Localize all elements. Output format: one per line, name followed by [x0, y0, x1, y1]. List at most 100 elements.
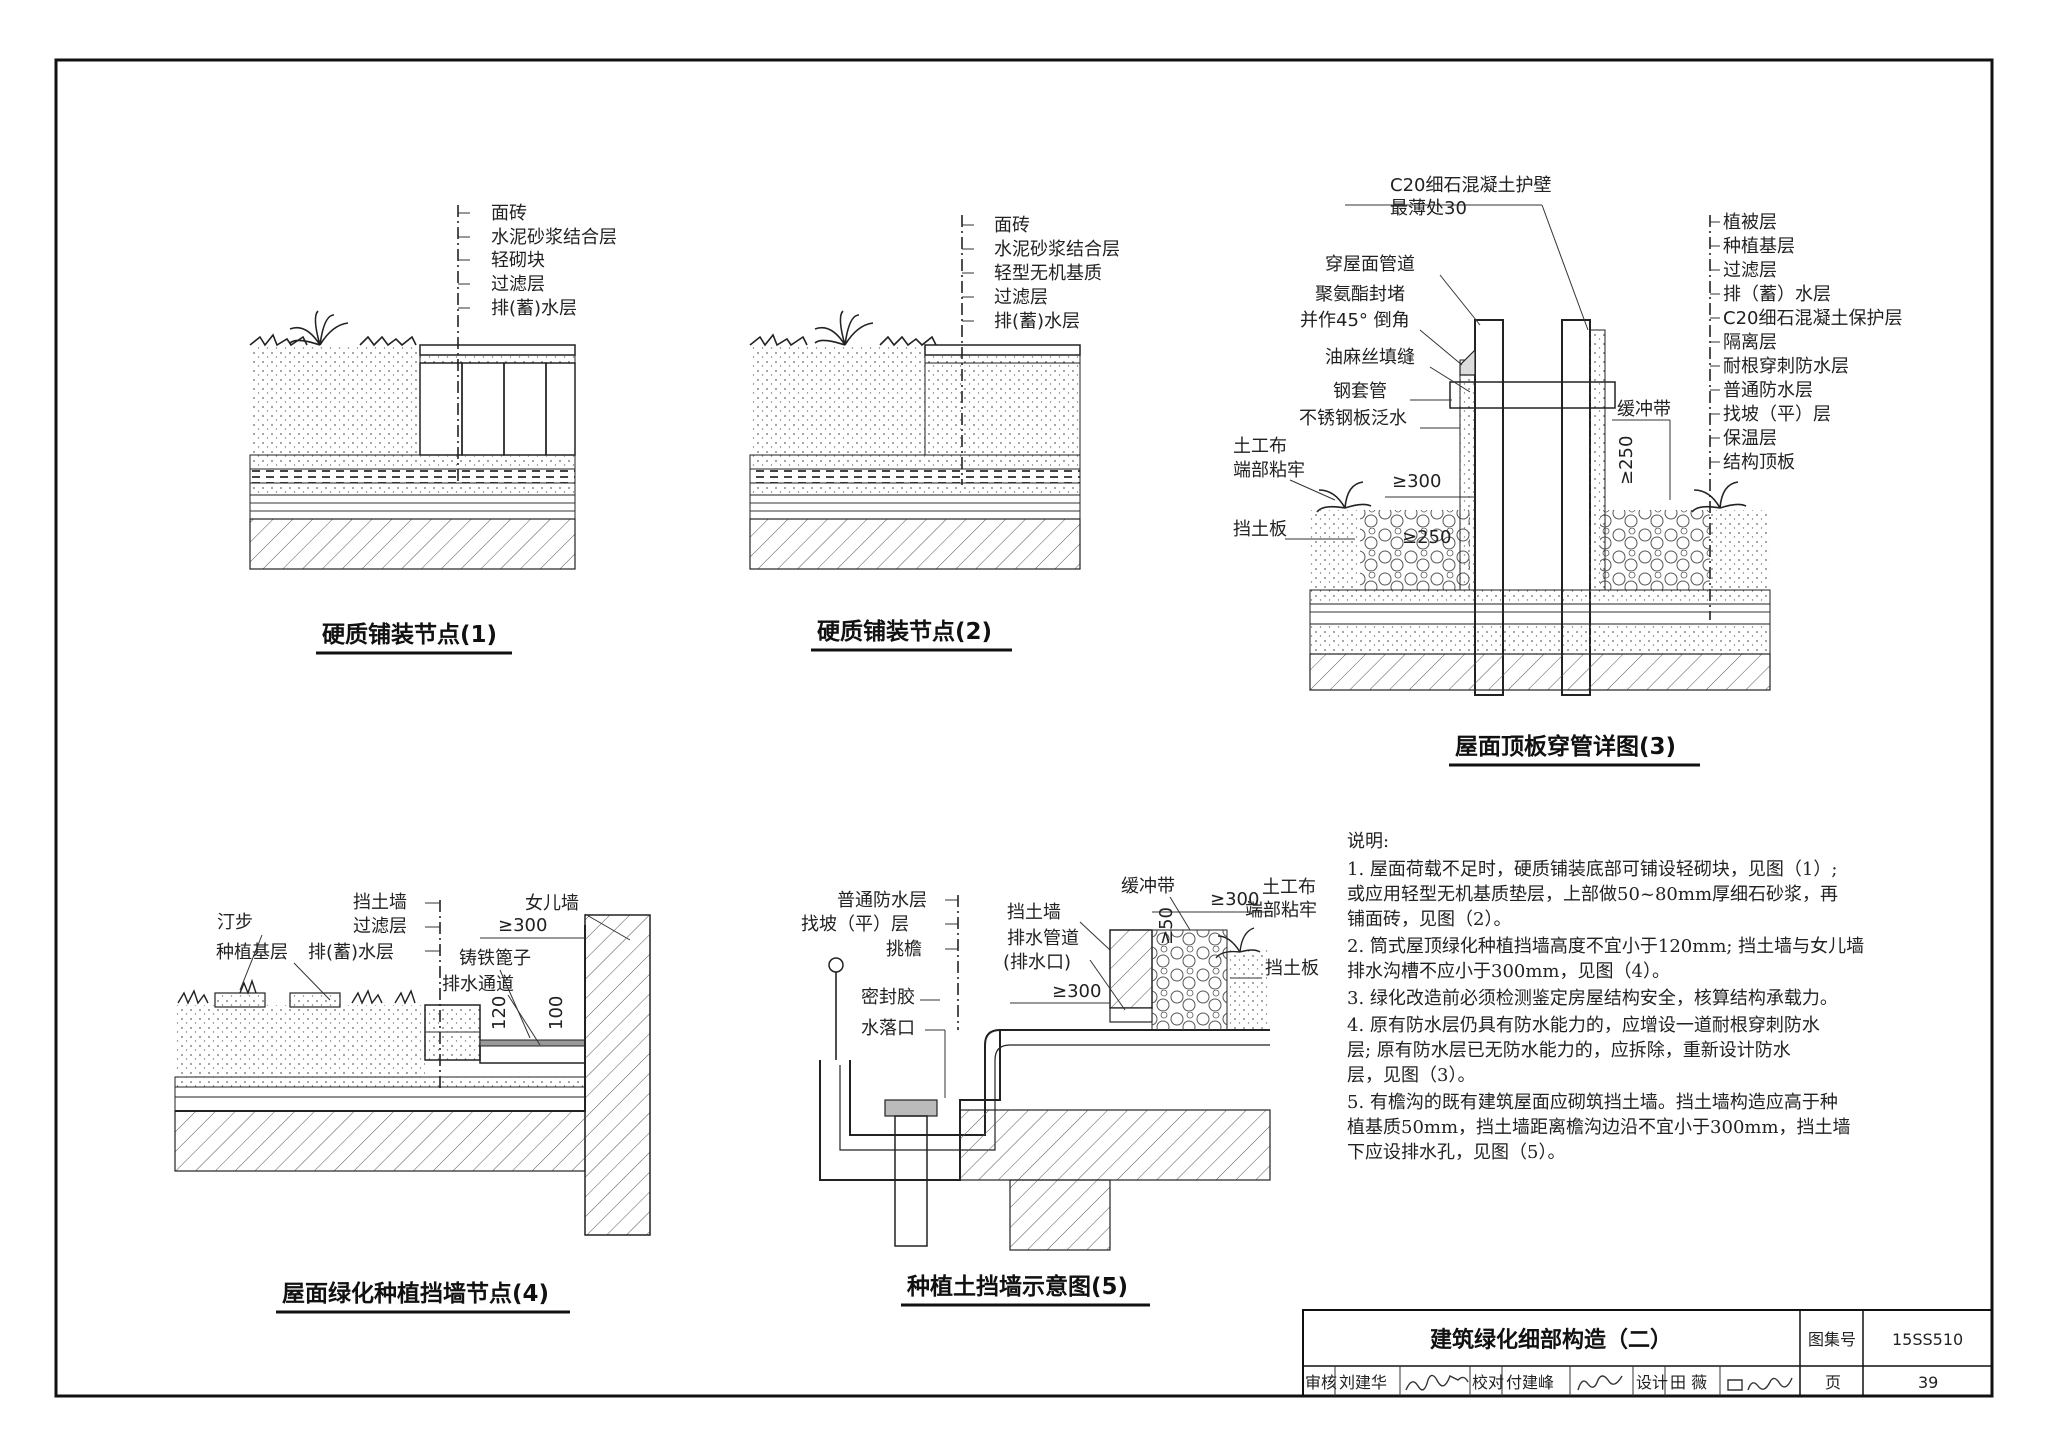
detail-2: 面砖 水泥砂浆结合层 轻型无机基质 过滤层 排(蓄)水层 硬质铺装节点(2)	[749, 215, 1120, 652]
filter-layer	[174, 1076, 586, 1088]
mortar-layer	[419, 354, 576, 364]
d3-top-label-1: C20细石混凝土护壁	[1390, 175, 1551, 196]
downpipe	[894, 1115, 928, 1247]
steel-sleeve	[1449, 381, 1616, 409]
d4-dim-300: ≥300	[498, 915, 547, 936]
d2-layer-mortar: 水泥砂浆结合层	[994, 239, 1120, 260]
plant-icon	[177, 978, 416, 1005]
protection-layer	[1309, 589, 1771, 605]
d5-dim-300a: ≥300	[1052, 981, 1101, 1002]
d3-dim-250: ≥250	[1616, 436, 1637, 485]
d1-layer-block: 轻砌块	[491, 250, 545, 271]
plant-icon	[249, 310, 417, 347]
check-label: 校对	[1472, 1373, 1504, 1392]
rain-outlet	[884, 1099, 938, 1117]
waterproof-layers	[1309, 603, 1771, 625]
note-line-10: 植基质50mm，挡土墙距离檐沟边沿不宜小于300mm，挡土墙	[1347, 1117, 1851, 1138]
right-gravel	[1600, 510, 1710, 590]
parapet-wall	[584, 914, 651, 1236]
note-line-2: 铺面砖，见图（2）。	[1347, 909, 1511, 930]
d3-left-oakum: 油麻丝填缝	[1325, 347, 1415, 368]
stepping-stone-1	[214, 992, 266, 1008]
note-line-9: 5. 有檐沟的既有建筑屋面应砌筑挡土墙。挡土墙构造应高于种	[1347, 1092, 1838, 1113]
note-line-0: 1. 屋面荷载不足时，硬质铺装底部可铺设轻砌块，见图（1）;	[1347, 859, 1837, 880]
d3-right-4: C20细石混凝土保护层	[1723, 308, 1902, 329]
d4-stepping: 汀步	[217, 912, 253, 933]
soil	[1227, 950, 1270, 1030]
detail-4: 汀步 挡土墙 过滤层 种植基层 排(蓄)水层 女儿墙 ≥300 铸铁篦子 排水通…	[174, 892, 651, 1314]
d3-buffer: 缓冲带	[1617, 399, 1671, 420]
tile-layer	[924, 344, 1081, 356]
atlas-number: 15SS510	[1892, 1330, 1963, 1349]
d5-sealant: 密封胶	[861, 987, 915, 1008]
stepping-stone-2	[289, 992, 341, 1008]
d5-glued: 端部粘牢	[1245, 900, 1317, 921]
drain-outlet	[1109, 1007, 1153, 1023]
waterproof-lines	[249, 494, 576, 520]
d5-eave: 挑檐	[886, 939, 922, 960]
protect-layer	[249, 482, 576, 496]
slab	[959, 1109, 1271, 1181]
d2-layer-substrate: 轻型无机基质	[994, 263, 1102, 284]
d5-slope: 找坡（平）层	[801, 914, 909, 935]
light-blocks	[419, 362, 576, 456]
filter-layer	[249, 454, 576, 470]
d4-filter: 过滤层	[353, 916, 407, 937]
detail2-label-ticks	[962, 224, 974, 322]
d5-geotextile: 土工布	[1262, 877, 1316, 898]
page-number: 39	[1918, 1373, 1938, 1392]
notes: 说明: 1. 屋面荷载不足时，硬质铺装底部可铺设轻砌块，见图（1）; 或应用轻型…	[1347, 831, 1864, 1163]
d3-right-3: 排（蓄）水层	[1723, 284, 1831, 305]
d3-dim-300: ≥300	[1392, 471, 1441, 492]
d3-left-sleeve: 钢套管	[1333, 381, 1387, 402]
detail1-title: 硬质铺装节点(1)	[322, 622, 497, 648]
d3-left-sealant: 聚氨酯封堵	[1315, 284, 1405, 305]
detail2-title: 硬质铺装节点(2)	[817, 619, 992, 645]
sealant-chamfer	[1459, 348, 1476, 376]
protect-layer	[749, 482, 1081, 496]
d4-planting-base: 种植基层	[216, 942, 288, 963]
parapet-waterproof	[175, 925, 586, 1112]
d5-drain-pipe: 排水管道	[1007, 928, 1079, 949]
title-block: 建筑绿化细部构造（二） 图集号 15SS510 审核 刘建华 校对 付建峰 设计…	[1302, 1309, 1993, 1397]
buffer-gravel	[1151, 929, 1228, 1031]
insulation-layer	[1309, 623, 1771, 655]
d4-drain: 排(蓄)水层	[308, 942, 394, 963]
detail5-title: 种植土挡墙示意图(5)	[906, 1273, 1128, 1300]
waterproof-lines	[174, 1096, 586, 1112]
d5-drain-outlet: (排水口)	[1003, 952, 1071, 973]
column-below	[1009, 1179, 1111, 1251]
d3-right-8: 找坡（平）层	[1723, 404, 1831, 425]
d3-right-6: 耐根穿刺防水层	[1723, 356, 1849, 377]
drain-layer	[249, 468, 576, 484]
d5-waterproof: 普通防水层	[837, 890, 927, 911]
note-line-1: 或应用轻型无机基质垫层，上部做50~80mm厚细石砂浆，再	[1347, 884, 1838, 905]
concrete-guard-left	[1459, 359, 1476, 591]
designer-signature	[1727, 1377, 1793, 1391]
d2-layer-drain: 排(蓄)水层	[994, 311, 1080, 332]
structural-slab	[249, 518, 576, 570]
page-label: 页	[1825, 1373, 1841, 1392]
note-line-8: 层，见图（3）。	[1347, 1065, 1475, 1086]
note-line-6: 4. 原有防水层仍具有防水能力的，应增设一道耐根穿刺防水	[1347, 1015, 1820, 1036]
atlas-label: 图集号	[1808, 1330, 1856, 1349]
checker-signature	[1577, 1375, 1623, 1391]
plant-icon	[749, 310, 937, 347]
note-line-5: 3. 绿化改造前必须检测鉴定房屋结构安全，核算结构承载力。	[1347, 988, 1838, 1009]
d3-right-9: 保温层	[1723, 428, 1777, 449]
designer-name: 田 薇	[1670, 1373, 1707, 1392]
d2-layer-filter: 过滤层	[994, 287, 1048, 308]
d3-left-flashing: 不锈钢板泛水	[1299, 408, 1407, 429]
tile-layer	[419, 344, 576, 356]
d4-grate: 铸铁篦子	[459, 948, 531, 969]
d5-retaining: 挡土墙	[1007, 902, 1061, 923]
title-block-title: 建筑绿化细部构造（二）	[1430, 1327, 1672, 1353]
notes-heading: 说明:	[1347, 831, 1389, 852]
mortar-layer	[924, 354, 1081, 364]
soil-layer	[250, 347, 420, 455]
d1-layer-mortar: 水泥砂浆结合层	[491, 227, 617, 248]
filter-layer	[749, 454, 1081, 470]
cast-iron-grate	[479, 1039, 586, 1047]
d3-dim-250-small: ≥250	[1402, 527, 1451, 548]
